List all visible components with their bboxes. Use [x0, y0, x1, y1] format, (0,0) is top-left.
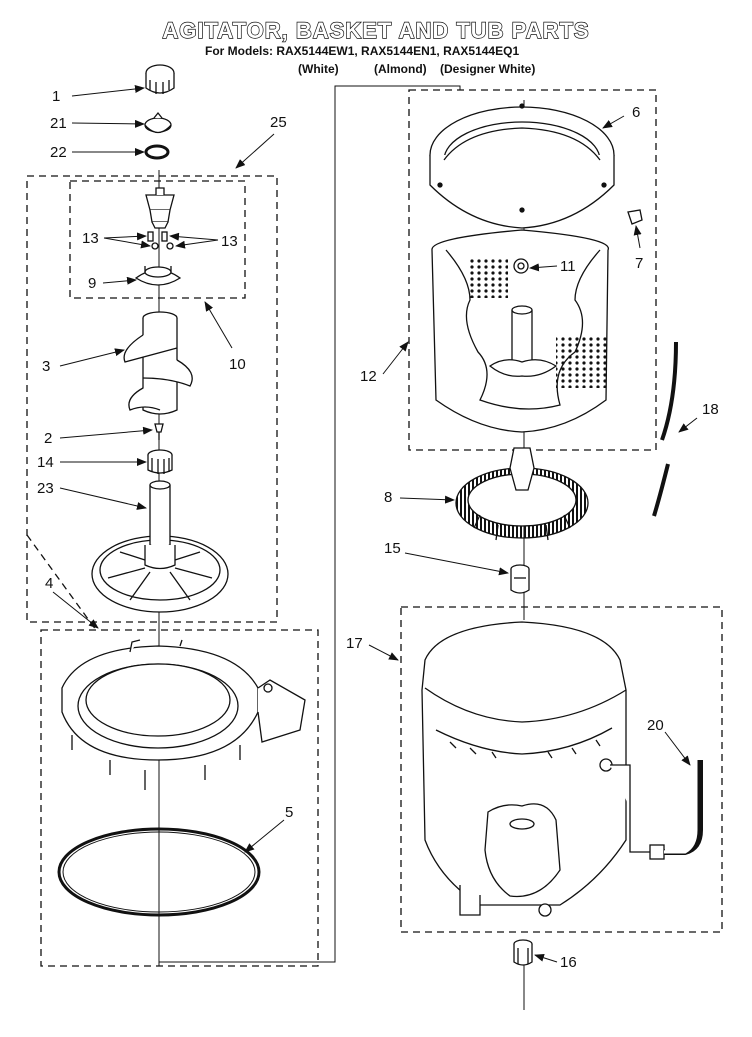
lower-agitator-part	[91, 480, 229, 613]
callout-9: 9	[88, 275, 97, 292]
cam-drive-part	[134, 187, 182, 286]
callout-10: 10	[229, 356, 246, 373]
outer-tub-part	[421, 621, 627, 917]
clip-part	[627, 209, 643, 225]
tub-gasket-part	[57, 827, 261, 917]
diagram-title: AGITATOR, BASKET AND TUB PARTS	[162, 17, 590, 43]
drive-plate-part	[455, 447, 589, 541]
tub-ring-part	[61, 639, 306, 790]
drain-hose-part	[610, 760, 703, 860]
callout-20: 20	[647, 717, 664, 734]
callout-7: 7	[635, 255, 644, 272]
basket-nut-part	[513, 258, 529, 274]
balance-ring-part	[429, 103, 615, 229]
callout-21: 21	[50, 115, 67, 132]
leader-arrows	[52, 85, 698, 963]
callout-23: 23	[37, 480, 54, 497]
callout-13-left: 13	[82, 230, 99, 247]
callout-22: 22	[50, 144, 67, 161]
callout-6: 6	[632, 104, 641, 121]
agitator-assembly-box	[26, 175, 319, 967]
callout-2: 2	[44, 430, 53, 447]
callout-11: 11	[560, 258, 576, 275]
basket-part	[431, 229, 609, 433]
callout-8: 8	[384, 489, 393, 506]
hose-part	[652, 341, 678, 517]
models-line: For Models: RAX5144EW1, RAX5144EN1, RAX5…	[205, 44, 520, 58]
callout-18: 18	[702, 401, 719, 418]
screw-part	[154, 423, 164, 440]
coupling-part	[147, 449, 173, 474]
callout-16: 16	[560, 954, 577, 971]
callout-3: 3	[42, 358, 51, 375]
variant-white: (White)	[298, 62, 339, 76]
basket-box	[400, 89, 723, 933]
callout-15: 15	[384, 540, 401, 557]
callout-13-right: 13	[221, 233, 238, 250]
variant-designer-white: (Designer White)	[440, 62, 536, 76]
spin-coupling-part	[510, 564, 530, 594]
tub-nut-part	[513, 939, 533, 966]
callout-14: 14	[37, 454, 54, 471]
callout-5: 5	[285, 804, 294, 821]
agitator-cap-part	[145, 64, 175, 94]
callout-12: 12	[360, 368, 377, 385]
variant-almond: (Almond)	[374, 62, 427, 76]
callout-17: 17	[346, 635, 363, 652]
cam-part	[144, 111, 172, 134]
callout-4: 4	[45, 575, 54, 592]
seal-ring-part	[144, 144, 170, 160]
auger-part	[123, 311, 193, 415]
callout-25: 25	[270, 114, 287, 131]
callout-1: 1	[52, 88, 61, 105]
